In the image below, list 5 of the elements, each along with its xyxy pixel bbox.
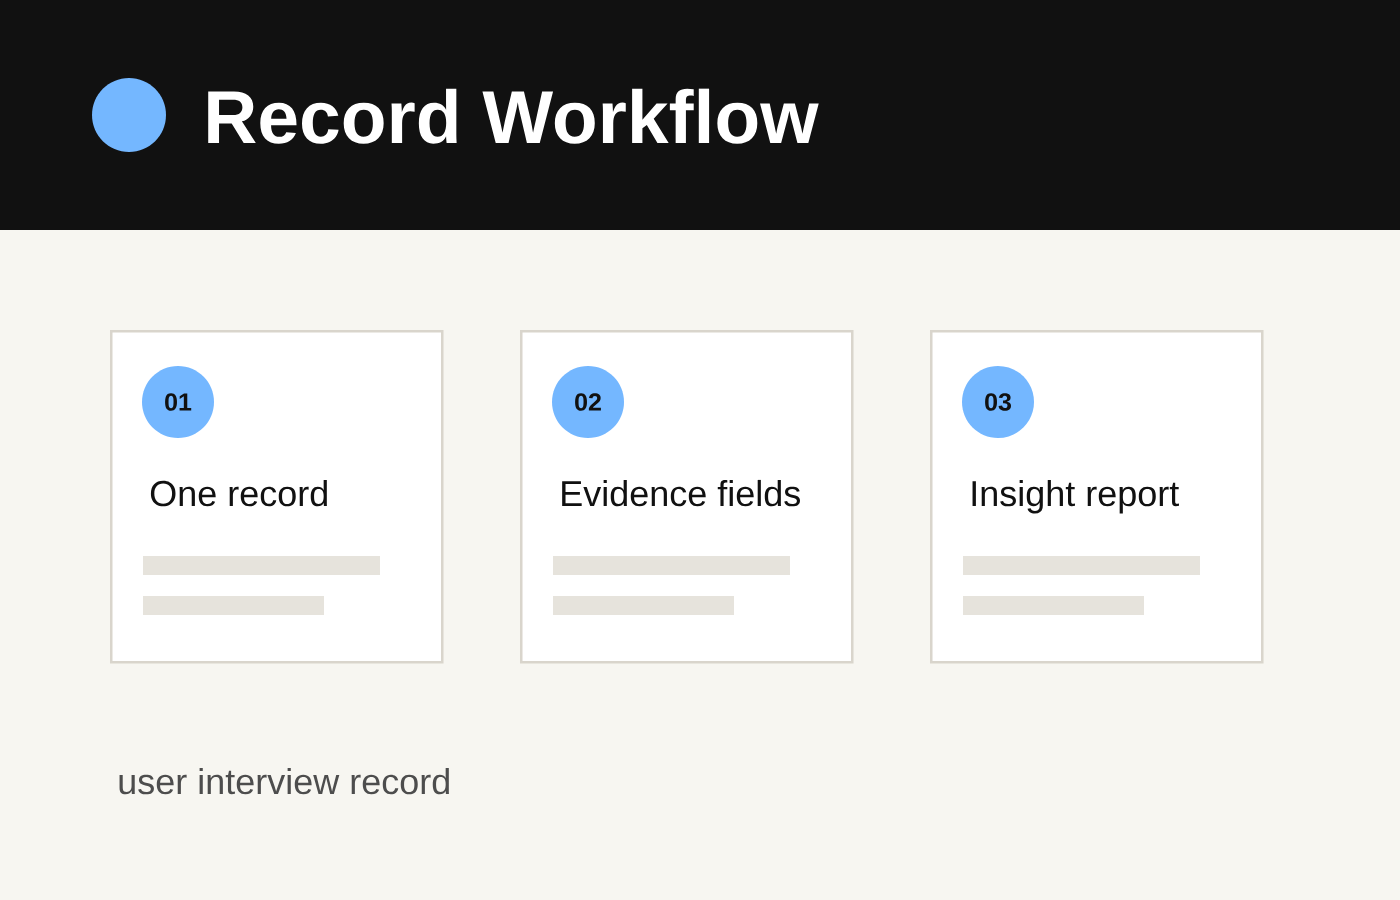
number-badge: 02: [552, 366, 624, 438]
caption: user interview record: [119, 767, 449, 795]
number-badge: 03: [962, 366, 1034, 438]
number-badge: 01: [142, 366, 214, 438]
title: Record Workflow: [208, 88, 819, 144]
